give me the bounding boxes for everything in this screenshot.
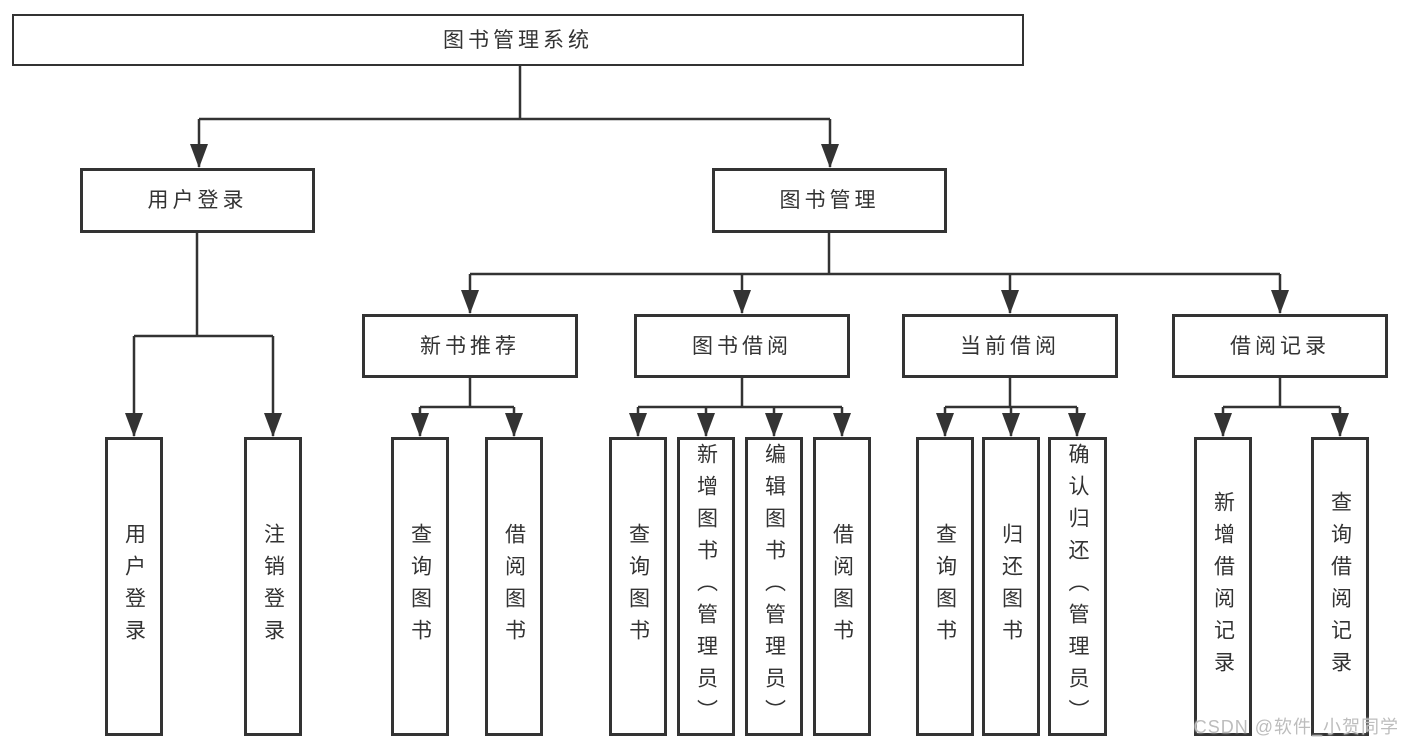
- leaf-br-add-borrow-record: 新增借阅记录: [1194, 437, 1252, 736]
- watermark: CSDN @软件_小贺同学: [1193, 717, 1399, 737]
- node-label: 用户登录: [147, 189, 248, 212]
- node-label: 查询图书: [626, 522, 650, 651]
- leaf-bb-edit-books-admin: 编辑图书（管理员）: [745, 437, 803, 736]
- node-label: 注销登录: [261, 522, 285, 651]
- leaf-user-login: 用户登录: [105, 437, 163, 736]
- leaf-bb-query-books: 查询图书: [609, 437, 667, 736]
- node-label: 编辑图书（管理员）: [762, 442, 786, 731]
- node-label: 归还图书: [999, 522, 1023, 651]
- leaf-logout: 注销登录: [244, 437, 302, 736]
- node-book-management: 图书管理: [712, 168, 947, 233]
- leaf-cb-confirm-return-admin: 确认归还（管理员）: [1048, 437, 1107, 736]
- leaf-bb-borrow-books: 借阅图书: [813, 437, 871, 736]
- node-label: 借阅图书: [830, 522, 854, 651]
- node-label: 借阅记录: [1230, 334, 1330, 358]
- node-label: 图书管理系统: [443, 28, 593, 52]
- leaf-nbr-borrow-books: 借阅图书: [485, 437, 543, 736]
- node-label: 借阅图书: [502, 522, 526, 651]
- node-label: 新增图书（管理员）: [694, 442, 718, 731]
- node-new-book-recommendation: 新书推荐: [362, 314, 578, 378]
- node-label: 新书推荐: [420, 334, 520, 358]
- node-label: 图书借阅: [692, 334, 792, 358]
- leaf-cb-return-books: 归还图书: [982, 437, 1040, 736]
- leaf-bb-add-books-admin: 新增图书（管理员）: [677, 437, 735, 736]
- node-user-login: 用户登录: [80, 168, 315, 233]
- node-current-borrowing: 当前借阅: [902, 314, 1118, 378]
- node-book-borrowing: 图书借阅: [634, 314, 850, 378]
- node-label: 查询图书: [933, 522, 957, 651]
- node-label: 查询借阅记录: [1328, 490, 1352, 683]
- node-borrowing-records: 借阅记录: [1172, 314, 1388, 378]
- node-label: 查询图书: [408, 522, 432, 651]
- node-library-management-system: 图书管理系统: [12, 14, 1024, 66]
- node-label: 新增借阅记录: [1211, 490, 1235, 683]
- leaf-cb-query-books: 查询图书: [916, 437, 974, 736]
- node-label: 确认归还（管理员）: [1066, 442, 1089, 731]
- leaf-br-query-borrow-record: 查询借阅记录: [1311, 437, 1369, 736]
- node-label: 当前借阅: [960, 334, 1060, 358]
- leaf-nbr-query-books: 查询图书: [391, 437, 449, 736]
- node-label: 图书管理: [779, 189, 880, 212]
- node-label: 用户登录: [122, 522, 146, 651]
